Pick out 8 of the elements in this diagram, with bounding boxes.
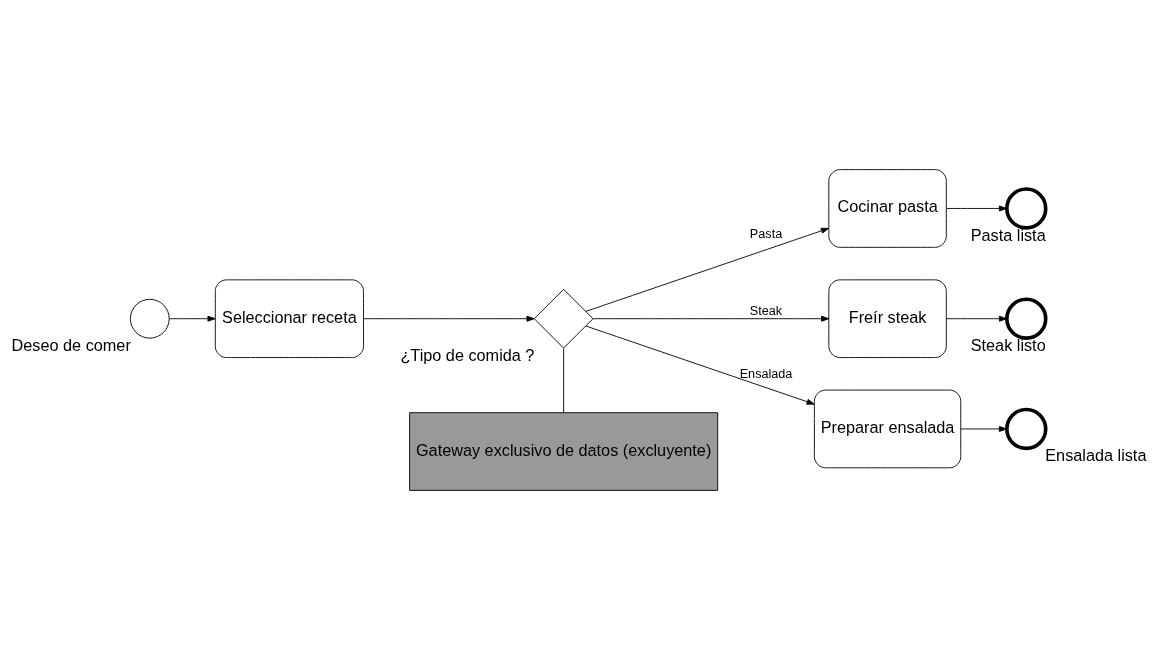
node-label: Pasta lista — [970, 225, 1046, 244]
edge-label: Pasta — [749, 226, 783, 241]
edge-label: Steak — [749, 303, 783, 318]
edge-label: Ensalada — [739, 366, 793, 381]
node-label: ¿Tipo de comida ? — [400, 345, 535, 364]
node-label: Deseo de comer — [11, 335, 131, 354]
node-label: Steak listo — [970, 335, 1046, 354]
node-label: Ensalada lista — [1045, 445, 1147, 464]
